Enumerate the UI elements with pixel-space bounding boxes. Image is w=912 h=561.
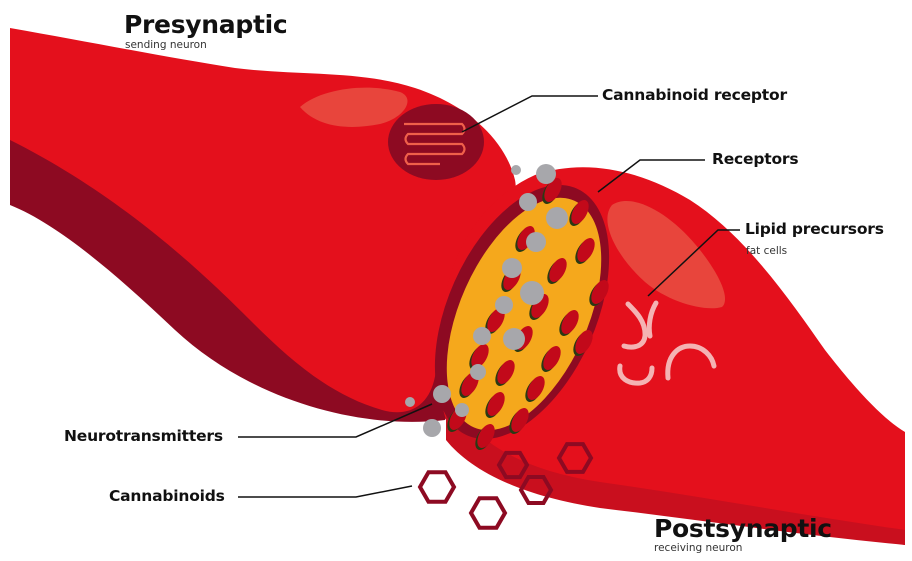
cannabinoid-hexagon-icon	[420, 472, 454, 501]
lipid-precursors-subtitle: fat cells	[746, 246, 787, 257]
neurotransmitter-dot	[473, 327, 491, 345]
neurotransmitter-dot	[455, 403, 469, 417]
cannabinoid-receptor-disc	[388, 104, 484, 180]
neurotransmitter-dot	[511, 165, 521, 175]
neurotransmitter-dot	[502, 258, 522, 278]
presynaptic-subtitle: sending neuron	[125, 40, 207, 51]
leader-line-cannabinoids	[238, 486, 412, 497]
leader-line-cannabinoid-receptor	[462, 96, 598, 132]
neurotransmitter-dot	[495, 296, 513, 314]
neurotransmitter-dot	[536, 164, 556, 184]
neurotransmitter-dot	[433, 385, 451, 403]
presynaptic-title: Presynaptic	[124, 12, 287, 37]
postsynaptic-subtitle: receiving neuron	[654, 543, 742, 554]
neurotransmitter-dot	[520, 281, 544, 305]
neurotransmitter-dot	[519, 193, 537, 211]
lipid-precursors-label: Lipid precursors	[745, 222, 884, 238]
neurotransmitters-label: Neurotransmitters	[64, 429, 223, 445]
neurotransmitter-dot	[470, 364, 486, 380]
cannabinoid-receptor-label: Cannabinoid receptor	[602, 88, 787, 104]
neurotransmitter-dot	[546, 207, 568, 229]
receptors-label: Receptors	[712, 152, 798, 168]
neurotransmitter-dot	[423, 419, 441, 437]
cannabinoid-receptor	[388, 104, 484, 180]
cannabinoid-hexagon-icon	[471, 498, 505, 527]
neurotransmitter-dot	[405, 397, 415, 407]
neurotransmitter-dot	[526, 232, 546, 252]
postsynaptic-title: Postsynaptic	[654, 516, 832, 541]
neurotransmitter-dot	[503, 328, 525, 350]
cannabinoids-label: Cannabinoids	[109, 489, 225, 505]
